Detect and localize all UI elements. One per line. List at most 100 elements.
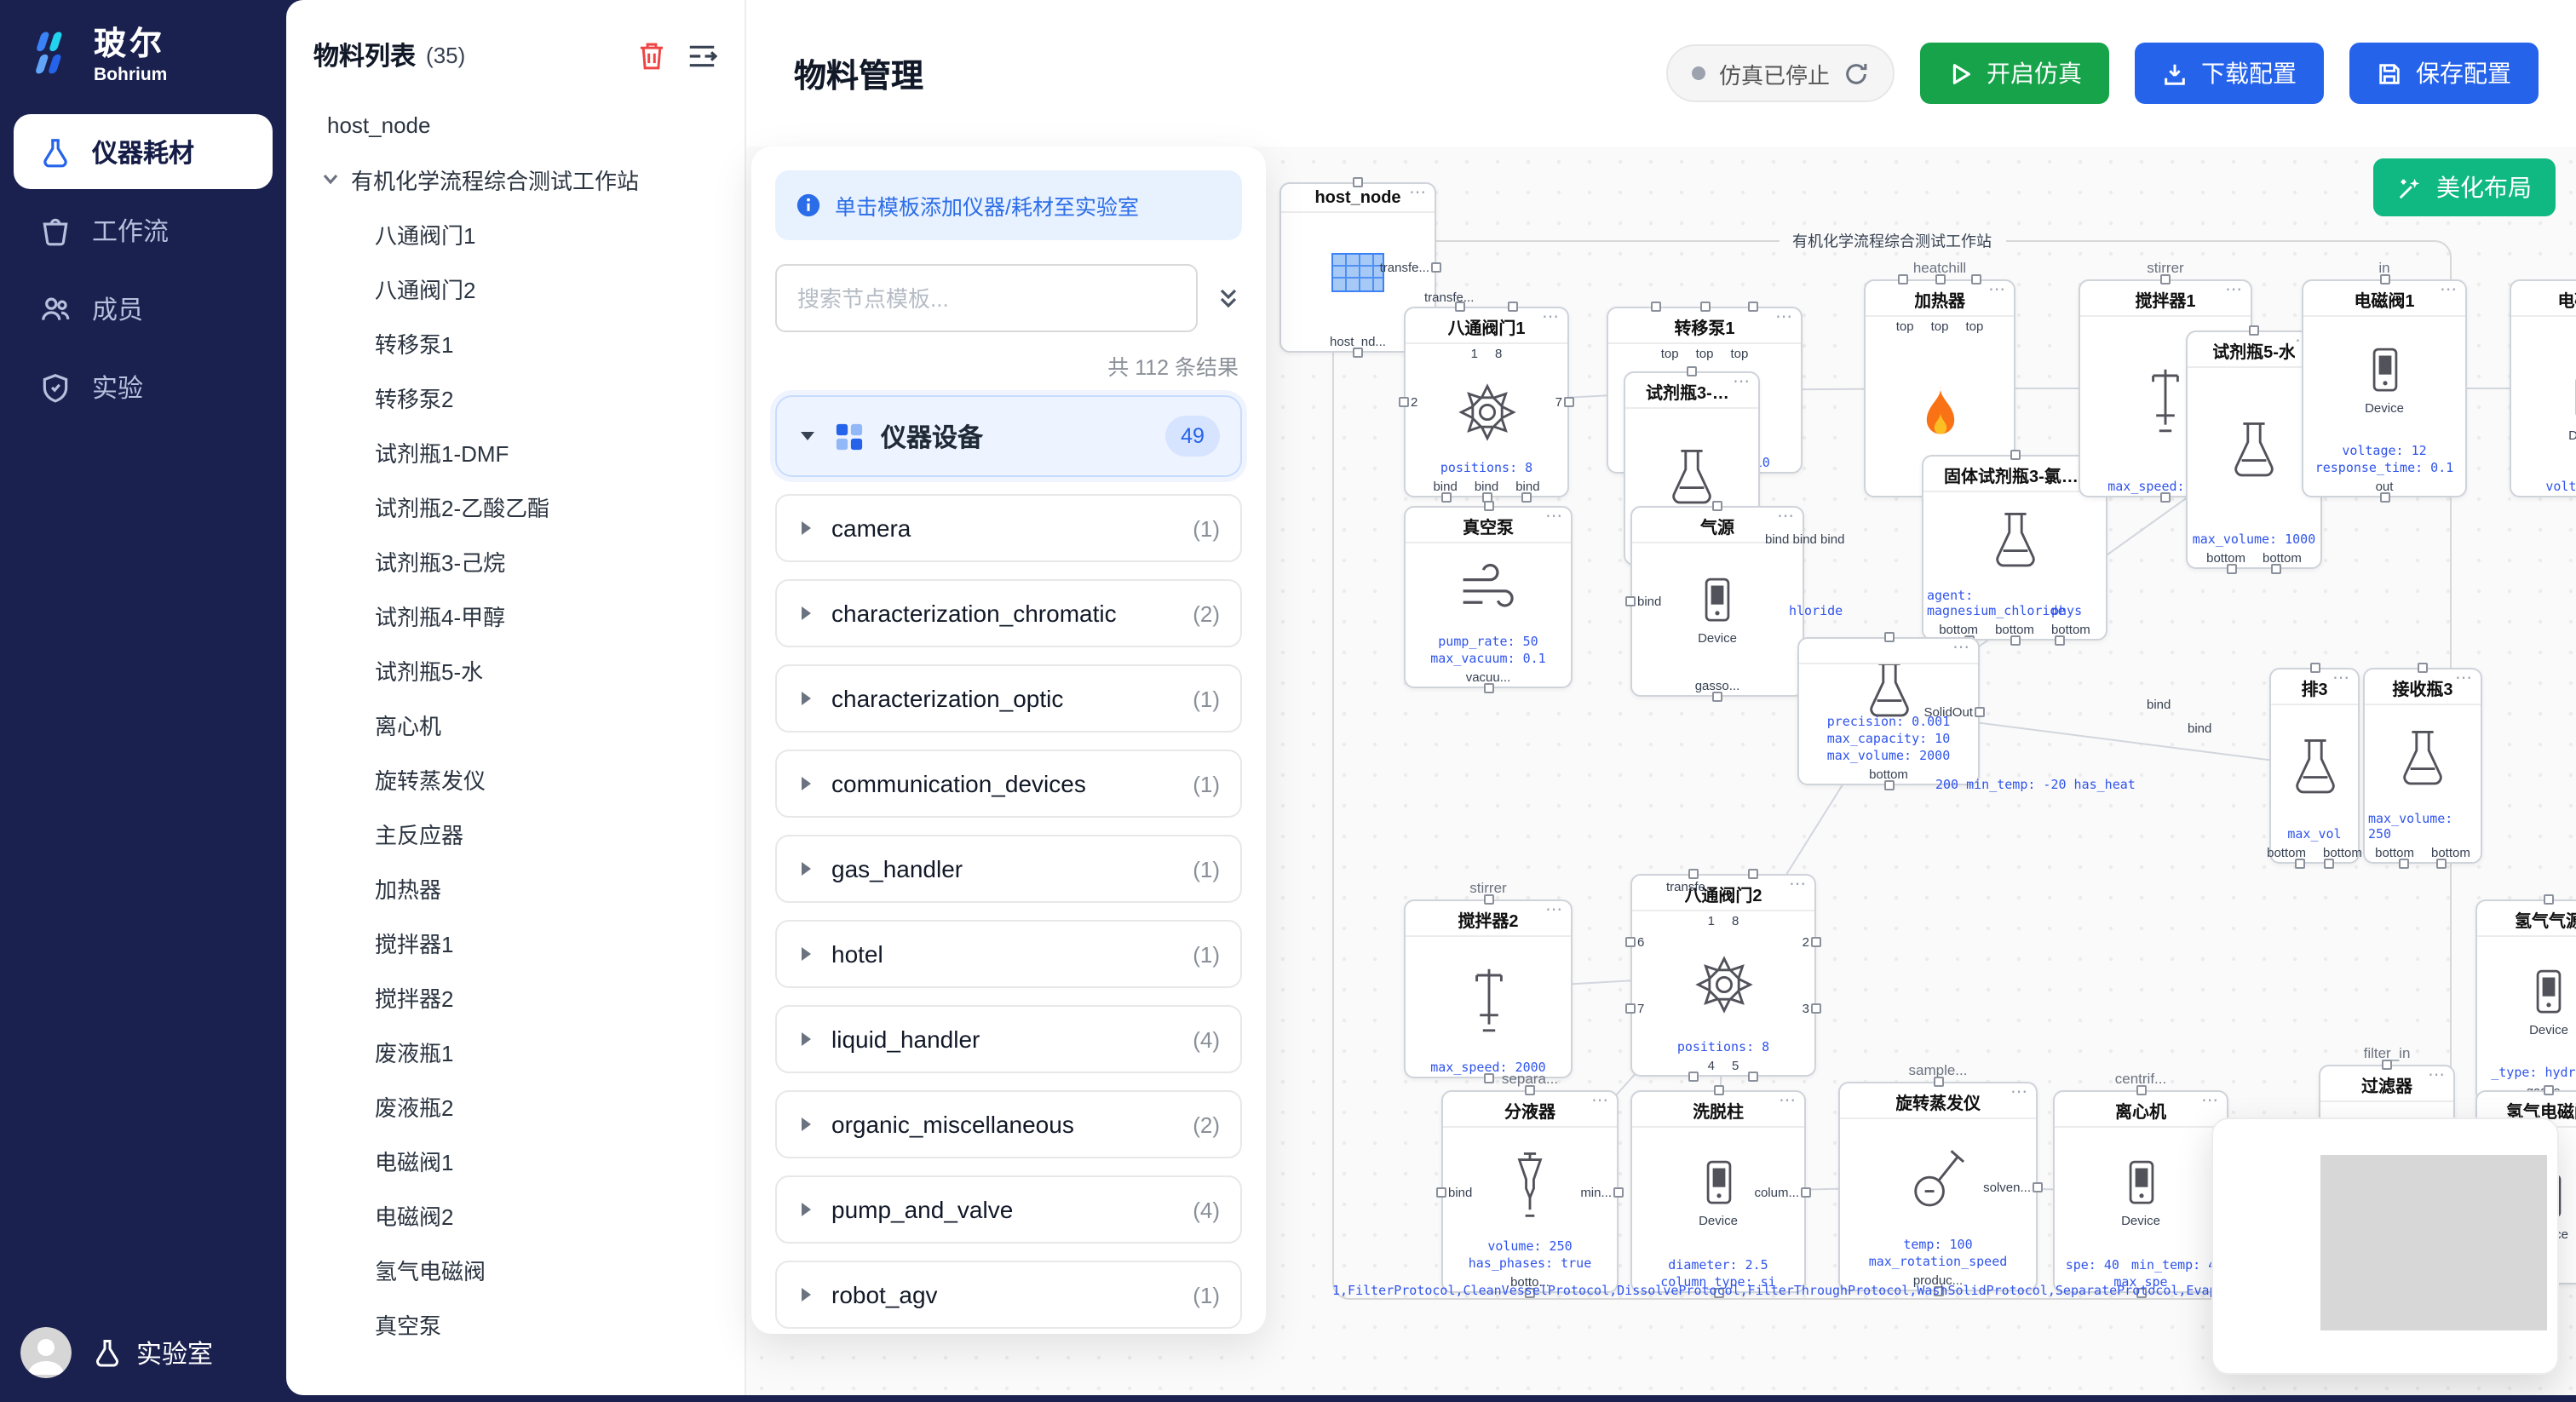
minimap-viewport[interactable]	[2320, 1155, 2547, 1330]
tree-item[interactable]: 搅拌器2	[286, 969, 745, 1024]
node-menu-icon[interactable]: ⋯	[1591, 1092, 1610, 1111]
port-label: 2	[1802, 934, 1809, 950]
node-menu-icon[interactable]: ⋯	[1409, 184, 1428, 203]
tree-item[interactable]: 电磁阀2	[286, 1187, 745, 1242]
beautify-layout-button[interactable]: 美化布局	[2373, 158, 2556, 216]
download-config-button[interactable]: 下载配置	[2135, 43, 2324, 104]
caret-right-icon	[797, 773, 814, 794]
tree-item[interactable]: 转移泵1	[286, 315, 745, 370]
node-menu-icon[interactable]: ⋯	[2010, 1083, 2029, 1102]
node-menu-icon[interactable]: ⋯	[1988, 281, 2007, 300]
tree-item[interactable]: 试剂瓶5-水	[286, 642, 745, 697]
tree-item-host-node[interactable]: host_node	[286, 97, 745, 152]
device-icon	[2567, 371, 2576, 426]
trash-icon[interactable]	[637, 40, 666, 71]
tree-item[interactable]: 电磁阀1	[286, 1133, 745, 1187]
node-menu-icon[interactable]: ⋯	[2455, 669, 2474, 688]
canvas-node-氢气气源[interactable]: 氢气气源⋯Device_type: hydrogengasso...	[2475, 894, 2576, 1107]
tree-item[interactable]: 转移泵2	[286, 370, 745, 424]
tree-item[interactable]: 搅拌器1	[286, 915, 745, 969]
node-menu-icon[interactable]: ⋯	[1777, 508, 1796, 526]
tree-item[interactable]: 废液瓶1	[286, 1024, 745, 1078]
tree-item[interactable]: 氢气电磁阀	[286, 1242, 745, 1296]
sidebar-lab-link[interactable]: 实验室	[92, 1335, 213, 1370]
port-handle	[1625, 596, 1636, 606]
sidebar-item-成员[interactable]: 成员	[14, 271, 273, 346]
node-menu-icon[interactable]: ⋯	[1545, 901, 1564, 920]
double-chevron-collapse-icon[interactable]	[1215, 284, 1242, 312]
tree-item[interactable]: 离心机	[286, 697, 745, 751]
node-menu-icon[interactable]: ⋯	[1779, 1092, 1797, 1111]
tree-item-workstation-group[interactable]: 有机化学流程综合测试工作站	[286, 152, 745, 206]
category-hotel[interactable]: hotel(1)	[775, 920, 1242, 988]
sidebar-item-工作流[interactable]: 工作流	[14, 192, 273, 267]
sidebar: 玻尔 Bohrium 仪器耗材工作流成员实验 实验室	[0, 0, 286, 1402]
tree-item[interactable]: 试剂瓶4-甲醇	[286, 588, 745, 642]
node-menu-icon[interactable]: ⋯	[1545, 508, 1564, 526]
tree-item[interactable]: 旋转蒸发仪	[286, 751, 745, 806]
minimap[interactable]	[2211, 1118, 2559, 1375]
tree-item[interactable]: 加热器	[286, 860, 745, 915]
sidebar-item-仪器耗材[interactable]: 仪器耗材	[14, 114, 273, 189]
template-search-input[interactable]	[775, 264, 1198, 332]
tree-item[interactable]: 主反应器	[286, 806, 745, 860]
canvas-node-固体试剂瓶3-氯化镁[interactable]: 固体试剂瓶3-氯化镁⋯agent: magnesium_chloridebott…	[1922, 450, 2107, 646]
category-pump_and_valve[interactable]: pump_and_valve(4)	[775, 1175, 1242, 1244]
refresh-icon[interactable]	[1843, 60, 1869, 86]
tree-item[interactable]: 真空泵	[286, 1296, 745, 1351]
tree-item[interactable]: 八通阀门1	[286, 206, 745, 261]
category-robot_agv[interactable]: robot_agv(1)	[775, 1261, 1242, 1329]
tree-item-label: 八通阀门2	[375, 277, 476, 302]
node-menu-icon[interactable]: ⋯	[2225, 281, 2244, 300]
category-camera[interactable]: camera(1)	[775, 494, 1242, 562]
port-handle	[1713, 1085, 1723, 1095]
node-menu-icon[interactable]: ⋯	[1733, 373, 1751, 392]
start-simulation-button[interactable]: 开启仿真	[1920, 43, 2109, 104]
node-menu-icon[interactable]: ⋯	[2440, 281, 2458, 300]
category-communication_devices[interactable]: communication_devices(1)	[775, 750, 1242, 818]
node-menu-icon[interactable]: ⋯	[2428, 1066, 2447, 1085]
canvas-node-电磁阀2[interactable]: 电磁阀2⋯topDevicevoltage: 12	[2510, 279, 2576, 497]
category-liquid_handler[interactable]: liquid_handler(4)	[775, 1005, 1242, 1073]
node-menu-icon[interactable]: ⋯	[1775, 308, 1794, 327]
save-config-button[interactable]: 保存配置	[2349, 43, 2539, 104]
tree-item[interactable]: 八通阀门2	[286, 261, 745, 315]
tree-item[interactable]: 废液瓶2	[286, 1078, 745, 1133]
node-menu-icon[interactable]: ⋯	[1542, 308, 1561, 327]
tree-item[interactable]: 试剂瓶1-DMF	[286, 424, 745, 479]
node-body	[1632, 930, 1814, 1039]
category-label: robot_agv	[831, 1281, 938, 1308]
category-organic_miscellaneous[interactable]: organic_miscellaneous(2)	[775, 1090, 1242, 1158]
node-menu-icon[interactable]: ⋯	[2201, 1092, 2220, 1111]
user-avatar[interactable]	[20, 1327, 72, 1378]
tree-item[interactable]: 试剂瓶2-乙酸乙酯	[286, 479, 745, 533]
category-characterization_optic[interactable]: characterization_optic(1)	[775, 664, 1242, 733]
node-header: 氢气气源⋯	[2477, 901, 2576, 937]
node-menu-icon[interactable]: ⋯	[1789, 876, 1808, 894]
collapse-list-icon[interactable]	[687, 42, 717, 69]
category-characterization_chromatic[interactable]: characterization_chromatic(2)	[775, 579, 1242, 647]
page-title: 物料管理	[794, 59, 924, 95]
tree-item[interactable]: 试剂瓶3-己烷	[286, 533, 745, 588]
accordion-device-category[interactable]: 仪器设备 49	[775, 395, 1242, 477]
node-menu-icon[interactable]: ⋯	[2332, 669, 2351, 688]
category-gas_handler[interactable]: gas_handler(1)	[775, 835, 1242, 903]
tree-item-label: 转移泵1	[375, 331, 454, 357]
sidebar-item-实验[interactable]: 实验	[14, 349, 273, 424]
node-menu-icon[interactable]: ⋯	[1952, 639, 1971, 658]
